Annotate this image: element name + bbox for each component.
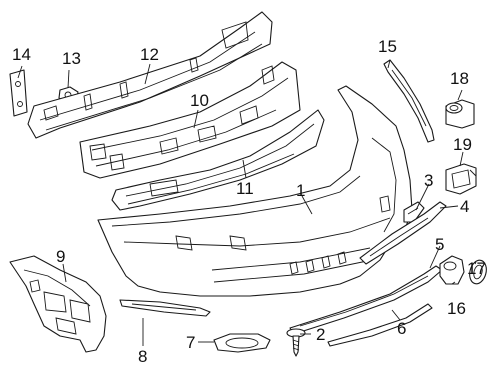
part-12-impact-bar [27,11,273,139]
part-10-absorber [79,61,301,179]
part-4-side-trim [359,201,447,265]
callout-5: 5 [435,235,445,254]
part-18-sensor [445,99,475,129]
part-14-bracket [9,69,28,117]
callout-10: 10 [190,91,209,110]
part-17-cap [469,259,487,285]
callout-11: 11 [236,179,254,198]
callout-4: 4 [460,197,470,216]
callout-16: 16 [447,299,466,318]
part-2-screw [286,328,306,357]
part-8-strip [119,299,211,317]
part-16-sensor [439,255,465,285]
callout-6: 6 [397,319,407,338]
part-6-strip [327,303,433,347]
callout-12: 12 [140,45,159,64]
part-19-holder [445,163,477,195]
part-9-side-bracket [9,255,107,353]
callout-19: 19 [453,135,472,154]
callout-3: 3 [424,171,434,190]
callout-13: 13 [62,49,81,68]
part-1-bumper-cover [97,85,413,297]
part-15-strip [383,59,435,143]
callout-7: 7 [186,333,196,352]
callout-15: 15 [378,37,397,56]
leader-lines [17,59,477,346]
callout-9: 9 [56,247,66,266]
callout-1: 1 [296,181,306,200]
callout-17: 17 [467,259,486,278]
callout-2: 2 [316,325,326,344]
part-11-lower-absorber [111,109,325,211]
part-7-exhaust-tip [213,333,271,353]
callout-18: 18 [450,69,469,88]
callout-14: 14 [12,45,31,64]
callout-8: 8 [138,347,148,366]
